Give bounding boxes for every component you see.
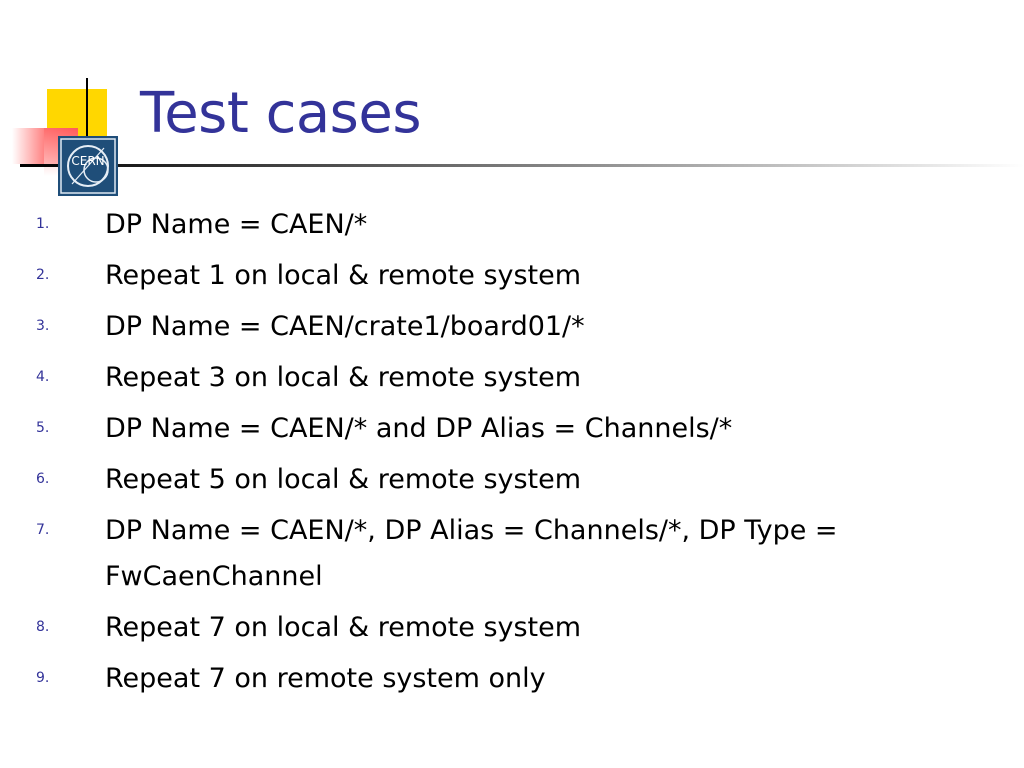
list-text: DP Name = CAEN/crate1/board01/* — [105, 311, 585, 342]
svg-text:CERN: CERN — [71, 154, 104, 168]
list-number: 3. — [36, 318, 50, 334]
list-text: Repeat 7 on local & remote system — [105, 612, 582, 643]
cern-logo: CERN — [58, 136, 118, 196]
list-number: 8. — [36, 619, 50, 635]
slide-title: Test cases — [140, 81, 422, 146]
list-text: Repeat 7 on remote system only — [105, 663, 546, 694]
list-text: DP Name = CAEN/*, DP Alias = Channels/*,… — [105, 515, 838, 592]
list-text: DP Name = CAEN/* and DP Alias = Channels… — [105, 413, 733, 444]
list-text: Repeat 5 on local & remote system — [105, 464, 582, 495]
list-number: 7. — [36, 522, 50, 538]
test-case-list: 1. DP Name = CAEN/* 2. Repeat 1 on local… — [0, 197, 1000, 702]
list-item-4: 4. Repeat 3 on local & remote system — [0, 350, 1000, 401]
list-number: 9. — [36, 670, 50, 686]
list-number: 1. — [36, 216, 50, 232]
list-item-1: 1. DP Name = CAEN/* — [0, 197, 1000, 248]
list-item-8: 8. Repeat 7 on local & remote system — [0, 600, 1000, 651]
list-number: 2. — [36, 267, 50, 283]
horizontal-rule — [20, 164, 1024, 167]
list-number: 5. — [36, 420, 50, 436]
list-item-6: 6. Repeat 5 on local & remote system — [0, 452, 1000, 503]
list-text: Repeat 1 on local & remote system — [105, 260, 582, 291]
list-text: DP Name = CAEN/* — [105, 209, 368, 240]
list-item-7: 7. DP Name = CAEN/*, DP Alias = Channels… — [0, 503, 1000, 600]
list-text: Repeat 3 on local & remote system — [105, 362, 582, 393]
list-item-9: 9. Repeat 7 on remote system only — [0, 651, 1000, 702]
list-item-2: 2. Repeat 1 on local & remote system — [0, 248, 1000, 299]
list-number: 4. — [36, 369, 50, 385]
list-item-3: 3. DP Name = CAEN/crate1/board01/* — [0, 299, 1000, 350]
list-number: 6. — [36, 471, 50, 487]
list-item-5: 5. DP Name = CAEN/* and DP Alias = Chann… — [0, 401, 1000, 452]
